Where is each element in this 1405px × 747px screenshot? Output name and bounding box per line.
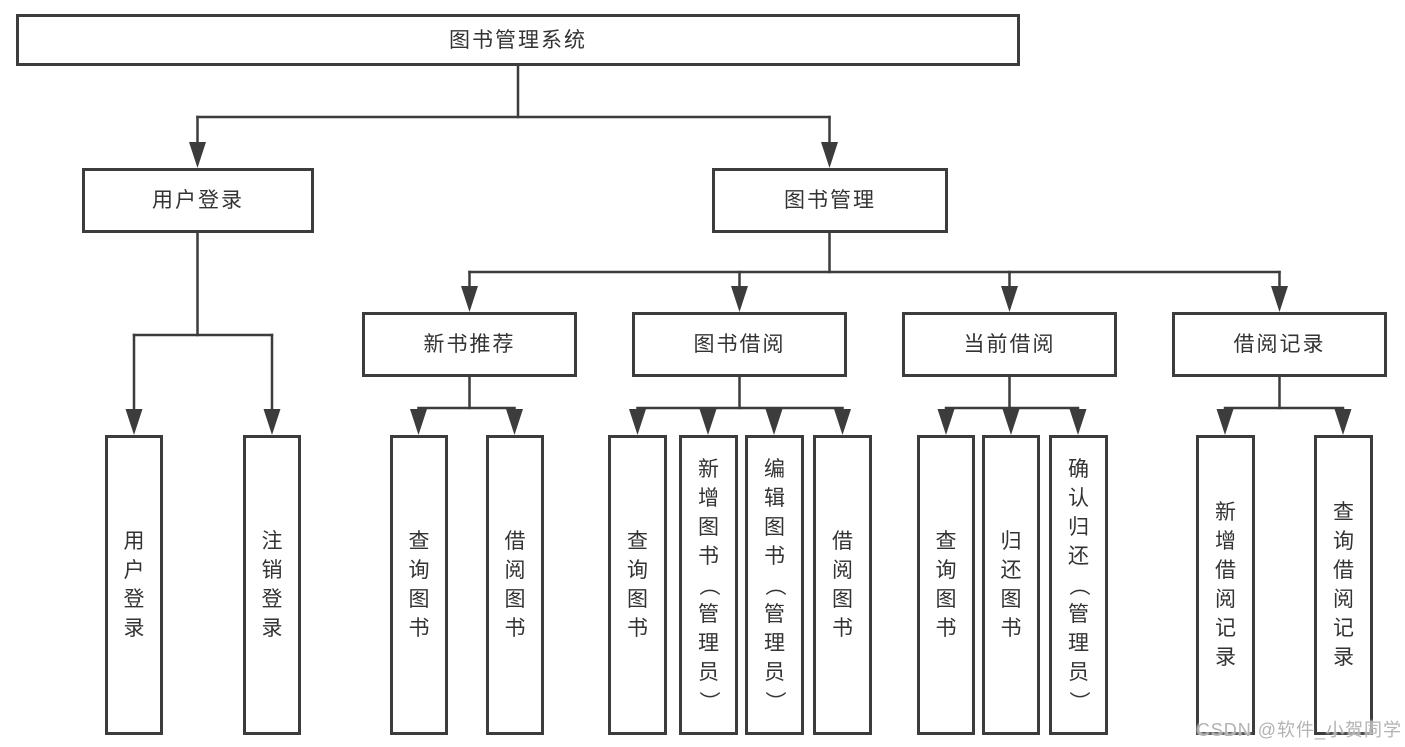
leaf-query-books-current: 查询图书 bbox=[917, 435, 975, 735]
node-user-login: 用户登录 bbox=[82, 168, 314, 233]
arrowhead-icon bbox=[1069, 409, 1087, 435]
arrowhead-icon bbox=[1271, 286, 1288, 312]
leaf-add-books-admin: 新增图书（管理员） bbox=[679, 435, 738, 735]
leaf-label: 编辑图书（管理员） bbox=[763, 457, 786, 712]
leaf-confirm-return-admin: 确认归还（管理员） bbox=[1049, 435, 1108, 735]
leaf-return-books: 归还图书 bbox=[982, 435, 1040, 735]
leaf-label: 新增借阅记录 bbox=[1215, 501, 1236, 669]
arrowhead-icon bbox=[1216, 409, 1234, 435]
leaf-label: 查询图书 bbox=[627, 530, 648, 640]
leaf-add-borrow-record: 新增借阅记录 bbox=[1196, 435, 1255, 735]
node-label: 图书借阅 bbox=[693, 333, 786, 356]
leaf-label: 确认归还（管理员） bbox=[1067, 457, 1090, 712]
leaf-query-books-recommend: 查询图书 bbox=[390, 435, 448, 735]
leaf-label: 查询借阅记录 bbox=[1333, 501, 1354, 669]
leaf-label: 借阅图书 bbox=[832, 530, 853, 640]
leaf-edit-books-admin: 编辑图书（管理员） bbox=[745, 435, 804, 735]
node-book-management: 图书管理 bbox=[712, 168, 948, 233]
node-label: 当前借阅 bbox=[963, 333, 1056, 356]
leaf-label: 借阅图书 bbox=[504, 530, 526, 640]
leaf-label: 新增图书（管理员） bbox=[697, 457, 720, 712]
node-label: 图书管理系统 bbox=[449, 28, 587, 52]
node-book-borrowing: 图书借阅 bbox=[632, 312, 847, 377]
leaf-query-borrow-record: 查询借阅记录 bbox=[1314, 435, 1373, 735]
arrowhead-icon bbox=[125, 409, 143, 435]
arrowhead-icon bbox=[1334, 409, 1352, 435]
node-new-book-recommendation: 新书推荐 bbox=[362, 312, 577, 377]
arrowhead-icon bbox=[699, 409, 717, 435]
arrowhead-icon bbox=[937, 409, 955, 435]
node-label: 用户登录 bbox=[152, 189, 244, 212]
arrowhead-icon bbox=[410, 409, 427, 435]
arrowhead-icon bbox=[506, 409, 523, 435]
leaf-label: 查询图书 bbox=[935, 530, 957, 640]
arrowhead-icon bbox=[1002, 409, 1020, 435]
node-label: 图书管理 bbox=[784, 189, 876, 212]
arrowhead-icon bbox=[765, 409, 783, 435]
leaf-query-books-borrow: 查询图书 bbox=[608, 435, 667, 735]
arrowhead-icon bbox=[731, 286, 748, 312]
node-label: 新书推荐 bbox=[423, 333, 516, 356]
csdn-watermark: CSDN @软件_小贺同学 bbox=[1196, 720, 1402, 740]
node-label: 借阅记录 bbox=[1233, 333, 1326, 356]
arrowhead-icon bbox=[834, 409, 851, 435]
leaf-label: 用户登录 bbox=[123, 530, 145, 640]
arrowhead-icon bbox=[821, 142, 838, 168]
leaf-borrow-books: 借阅图书 bbox=[813, 435, 872, 735]
leaf-logout: 注销登录 bbox=[243, 435, 301, 735]
node-current-borrowing: 当前借阅 bbox=[902, 312, 1117, 377]
arrowhead-icon bbox=[1001, 286, 1018, 312]
leaf-borrow-books-recommend: 借阅图书 bbox=[486, 435, 544, 735]
arrowhead-icon bbox=[263, 409, 281, 435]
arrowhead-icon bbox=[461, 286, 478, 312]
leaf-label: 查询图书 bbox=[408, 530, 430, 640]
leaf-label: 归还图书 bbox=[1000, 530, 1022, 640]
arrowhead-icon bbox=[189, 142, 206, 168]
leaf-user-login: 用户登录 bbox=[105, 435, 163, 735]
node-borrowing-records: 借阅记录 bbox=[1172, 312, 1387, 377]
arrowhead-icon bbox=[629, 409, 646, 435]
leaf-label: 注销登录 bbox=[261, 530, 283, 640]
node-library-system-root: 图书管理系统 bbox=[16, 14, 1020, 66]
